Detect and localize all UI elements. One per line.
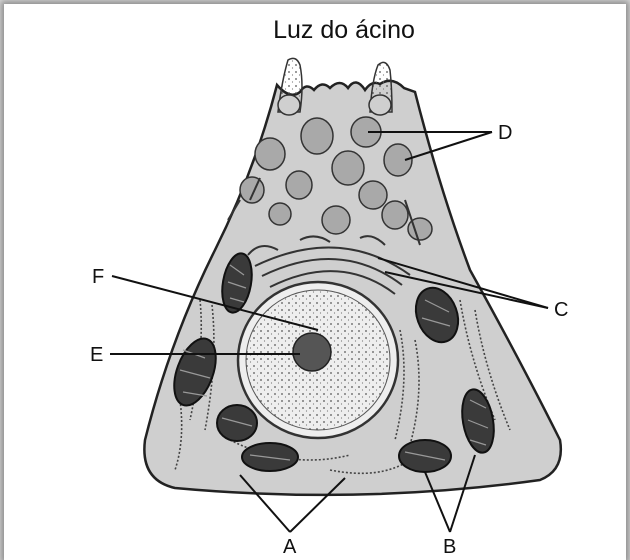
label-b: B [443,536,456,558]
label-a: A [283,536,297,558]
label-e: E [90,344,103,366]
label-c: C [554,299,568,321]
nucleolus [293,333,331,371]
label-f: F [92,266,104,288]
diagram-title: Luz do ácino [273,16,415,44]
label-d: D [498,122,512,144]
